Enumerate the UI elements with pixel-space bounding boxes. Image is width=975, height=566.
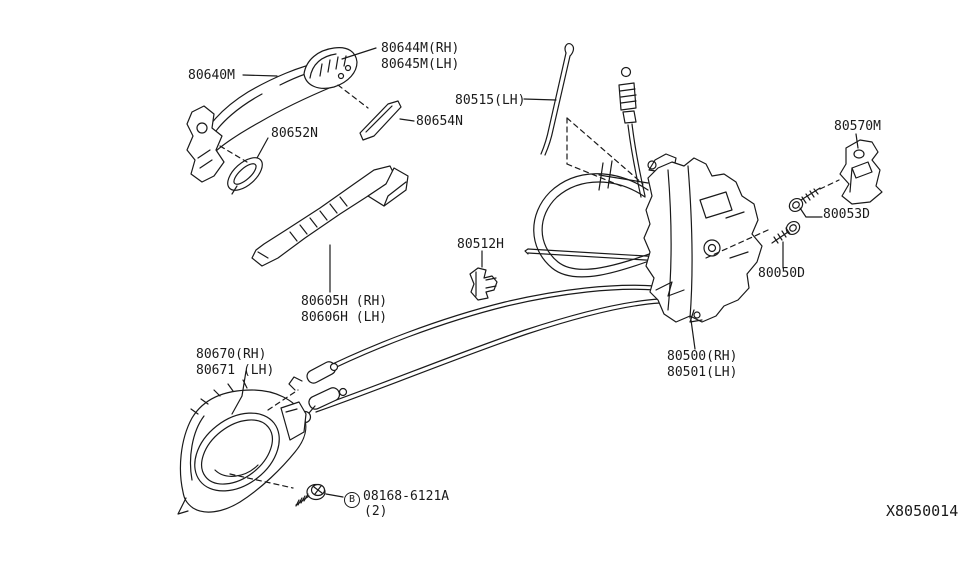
inside-handle-screw-drawing: [295, 483, 326, 507]
label-inside-handle-rh: 80670(RH): [196, 347, 267, 362]
label-handle-cap-rh: 80644M(RH): [381, 41, 460, 56]
lock-knob-cable-drawing: [618, 66, 646, 198]
label-handle-cap: 80644M(RH)80645M(LH): [381, 41, 459, 73]
label-lock-rod: 80515(LH): [455, 93, 526, 108]
lock-assembly-drawing: [598, 153, 763, 323]
inside-handle-drawing: [177, 379, 307, 515]
lock-screw-drawing: [771, 220, 801, 244]
label-leader-lines: [231, 47, 859, 498]
outside-handle-drawing: [186, 61, 343, 183]
label-striker: 80570M: [834, 119, 881, 134]
label-inside-handle-lh: 80671 (LH): [196, 363, 275, 378]
assembly-dashed-lines: [219, 84, 840, 489]
label-handle-bracket-lh: 80606H (LH): [301, 310, 388, 325]
striker-drawing: [839, 139, 883, 205]
lock-rod-drawing: [540, 42, 575, 156]
label-outside-handle: 80640M: [188, 68, 235, 83]
handle-bracket-drawing: [251, 165, 409, 267]
label-striker-screw: 80053D: [823, 207, 870, 222]
knob-rod-loop-drawing: [533, 173, 661, 278]
label-inside-handle-screw-number: 08168-6121A: [363, 489, 450, 504]
prefix-b-badge: B: [344, 492, 360, 508]
cap-gasket-drawing: [359, 100, 402, 141]
door-cables-drawing: [288, 284, 661, 424]
handle-gasket-drawing: [227, 157, 263, 195]
label-inside-handle: 80670(RH)80671 (LH): [196, 347, 274, 379]
label-lock-screw: 80050D: [758, 266, 805, 281]
handle-cap-drawing: [303, 47, 358, 89]
label-handle-gasket: 80652N: [271, 126, 318, 141]
label-handle-bracket-rh: 80605H (RH): [301, 294, 388, 309]
diagram-code: X8050014: [886, 502, 959, 520]
label-knob-grommet: 80512H: [457, 237, 504, 252]
label-handle-cap-lh: 80645M(LH): [381, 57, 460, 72]
label-handle-bracket: 80605H (RH)80606H (LH): [301, 294, 387, 326]
label-lock-assembly-lh: 80501(LH): [667, 365, 738, 380]
knob-grommet-drawing: [469, 267, 498, 301]
label-lock-assembly-rh: 80500(RH): [667, 349, 738, 364]
striker-screw-drawing: [788, 187, 821, 213]
label-lock-assembly: 80500(RH)80501(LH): [667, 349, 737, 381]
label-inside-handle-screw-qty: (2): [364, 504, 388, 519]
label-cap-gasket: 80654N: [416, 114, 463, 129]
connecting-rod-drawing: [524, 248, 663, 262]
